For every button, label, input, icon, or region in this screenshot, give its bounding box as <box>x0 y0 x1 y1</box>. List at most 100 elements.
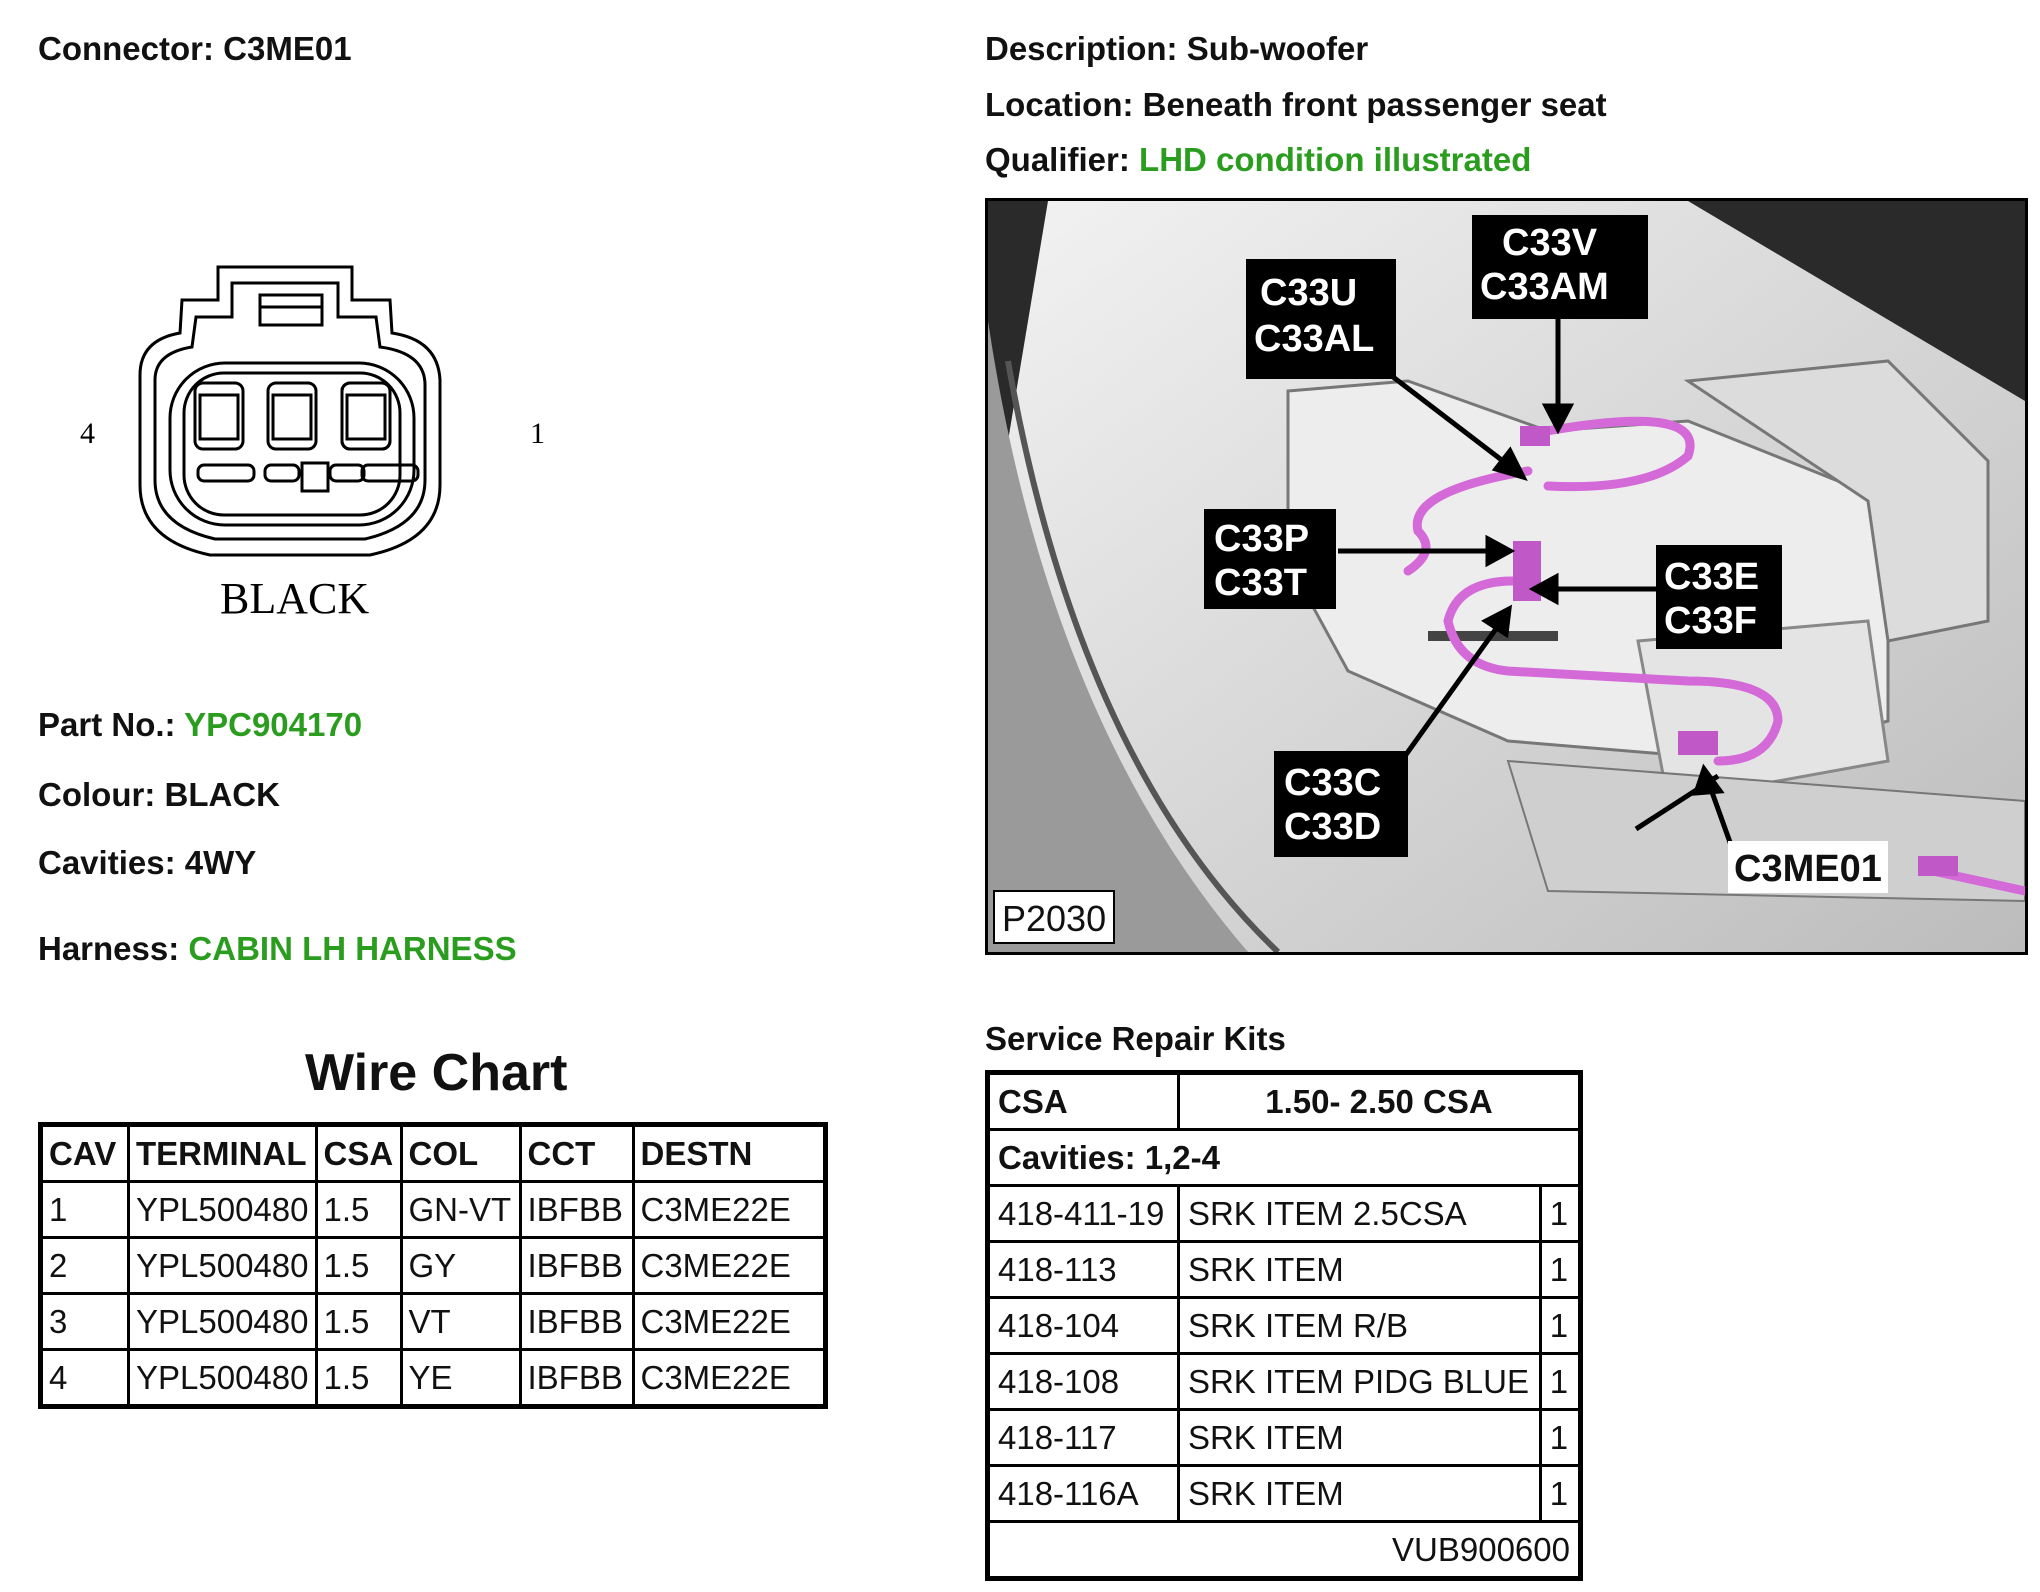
wire-chart-table: CAV TERMINAL CSA COL CCT DESTN 1 YPL5004… <box>38 1122 828 1409</box>
repair-kits-title: Service Repair Kits <box>985 1020 1286 1057</box>
cell: 3 <box>39 1292 130 1351</box>
kit-description: SRK ITEM <box>1176 1240 1542 1299</box>
kit-description: SRK ITEM <box>1176 1464 1542 1523</box>
wire-chart-header-row: CAV TERMINAL CSA COL CCT DESTN <box>39 1123 827 1183</box>
kit-description: SRK ITEM 2.5CSA <box>1176 1184 1542 1243</box>
part-label: Part No.: <box>38 706 176 743</box>
kit-code: 418-104 <box>986 1296 1180 1355</box>
cell: 4 <box>39 1348 130 1408</box>
col-cav: CAV <box>39 1123 130 1183</box>
callout-c33u: C33U <box>1260 272 1357 314</box>
kit-description: SRK ITEM <box>1176 1408 1542 1467</box>
colour-value: BLACK <box>164 776 280 813</box>
photo-reference: P2030 <box>1002 898 1106 939</box>
location-photo-drawing: C33U C33AL C33V C33AM C33P C33T C33E C33… <box>988 201 2025 952</box>
wire-chart-title: Wire Chart <box>305 1044 568 1102</box>
location-photo: C33U C33AL C33V C33AM C33P C33T C33E C33… <box>985 198 2028 955</box>
kit-quantity: 1 <box>1538 1352 1583 1411</box>
cell: C3ME22E <box>631 1180 827 1239</box>
location-line: Location: Beneath front passenger seat <box>985 86 1607 124</box>
table-row: 418-116A SRK ITEM 1 <box>986 1464 1583 1523</box>
cell: YPL500480 <box>127 1348 318 1408</box>
repair-kits-cavities-row: Cavities: 1,2-4 <box>986 1128 1582 1187</box>
cell: 1 <box>39 1180 130 1239</box>
kit-code: 418-113 <box>986 1240 1180 1299</box>
connector-face-diagram: 4 1 BLACK <box>80 265 545 623</box>
repair-kits-footer-row: VUB900600 <box>986 1520 1582 1580</box>
harness-label: Harness: <box>38 930 180 967</box>
pin-1-label: 1 <box>530 417 545 450</box>
table-row: 418-108 SRK ITEM PIDG BLUE 1 <box>986 1352 1583 1411</box>
csa-label: CSA <box>986 1071 1180 1131</box>
cell: 1.5 <box>314 1348 403 1408</box>
description-label: Description: <box>985 30 1178 67</box>
kit-quantity: 1 <box>1538 1408 1583 1467</box>
cell: C3ME22E <box>631 1292 827 1351</box>
cavities-value: 4WY <box>184 844 257 881</box>
location-label: Location: <box>985 86 1134 123</box>
kit-quantity: 1 <box>1538 1240 1583 1299</box>
part-line: Part No.: YPC904170 <box>38 706 362 744</box>
kit-code: 418-116A <box>986 1464 1180 1523</box>
kit-description: SRK ITEM R/B <box>1176 1296 1542 1355</box>
cavities-label: Cavities: <box>38 844 176 881</box>
callout-c33v: C33V <box>1502 222 1598 264</box>
callout-c3me01: C3ME01 <box>1734 848 1882 890</box>
csa-value: 1.50- 2.50 CSA <box>1176 1071 1583 1131</box>
table-row: 4 YPL500480 1.5 YE IBFBB C3ME22E <box>39 1348 827 1408</box>
cell: C3ME22E <box>631 1348 827 1408</box>
callout-c33f: C33F <box>1664 600 1757 642</box>
connector-value: C3ME01 <box>223 30 352 67</box>
col-col: COL <box>399 1123 522 1183</box>
cell: GN-VT <box>399 1180 522 1239</box>
kit-description: SRK ITEM PIDG BLUE <box>1176 1352 1542 1411</box>
repair-kits-csa-row: CSA 1.50- 2.50 CSA <box>986 1071 1583 1131</box>
connector-label: Connector: <box>38 30 214 67</box>
cell: YE <box>399 1348 522 1408</box>
repair-kits-reference: VUB900600 <box>986 1520 1582 1580</box>
table-row: 418-104 SRK ITEM R/B 1 <box>986 1296 1583 1355</box>
repair-kits-table: CSA 1.50- 2.50 CSA Cavities: 1,2-4 418-4… <box>985 1070 1583 1581</box>
cell: IBFBB <box>518 1348 635 1408</box>
table-row: 418-411-19 SRK ITEM 2.5CSA 1 <box>986 1184 1583 1243</box>
cell: 1.5 <box>314 1236 403 1295</box>
cell: 2 <box>39 1236 130 1295</box>
kit-quantity: 1 <box>1538 1296 1583 1355</box>
col-terminal: TERMINAL <box>127 1123 318 1183</box>
cell: VT <box>399 1292 522 1351</box>
callout-c33am: C33AM <box>1480 266 1609 308</box>
table-row: 1 YPL500480 1.5 GN-VT IBFBB C3ME22E <box>39 1180 827 1239</box>
part-value: YPC904170 <box>184 706 363 743</box>
callout-c33al: C33AL <box>1254 318 1374 360</box>
qualifier-label: Qualifier: <box>985 141 1130 178</box>
repair-kits-cavities: Cavities: 1,2-4 <box>986 1128 1582 1187</box>
callout-c33c: C33C <box>1284 762 1381 804</box>
colour-line: Colour: BLACK <box>38 776 280 814</box>
face-colour-label: BLACK <box>220 574 369 623</box>
qualifier-line: Qualifier: LHD condition illustrated <box>985 141 1531 179</box>
kit-quantity: 1 <box>1538 1184 1583 1243</box>
cell: 1.5 <box>314 1292 403 1351</box>
callout-c33d: C33D <box>1284 806 1381 848</box>
kit-quantity: 1 <box>1538 1464 1583 1523</box>
kit-code: 418-411-19 <box>986 1184 1180 1243</box>
cavities-line: Cavities: 4WY <box>38 844 256 882</box>
cell: IBFBB <box>518 1236 635 1295</box>
description-value: Sub-woofer <box>1186 30 1369 67</box>
table-row: 418-117 SRK ITEM 1 <box>986 1408 1583 1467</box>
pin-4-label: 4 <box>80 417 95 450</box>
cell: YPL500480 <box>127 1180 318 1239</box>
table-row: 418-113 SRK ITEM 1 <box>986 1240 1583 1299</box>
harness-line: Harness: CABIN LH HARNESS <box>38 930 517 968</box>
callout-c33t: C33T <box>1214 562 1307 604</box>
cell: YPL500480 <box>127 1236 318 1295</box>
table-row: 2 YPL500480 1.5 GY IBFBB C3ME22E <box>39 1236 827 1295</box>
kit-code: 418-108 <box>986 1352 1180 1411</box>
cell: IBFBB <box>518 1292 635 1351</box>
location-value: Beneath front passenger seat <box>1142 86 1607 123</box>
table-row: 3 YPL500480 1.5 VT IBFBB C3ME22E <box>39 1292 827 1351</box>
connector-line: Connector: C3ME01 <box>38 30 352 68</box>
description-line: Description: Sub-woofer <box>985 30 1368 68</box>
col-destn: DESTN <box>631 1123 827 1183</box>
cell: C3ME22E <box>631 1236 827 1295</box>
